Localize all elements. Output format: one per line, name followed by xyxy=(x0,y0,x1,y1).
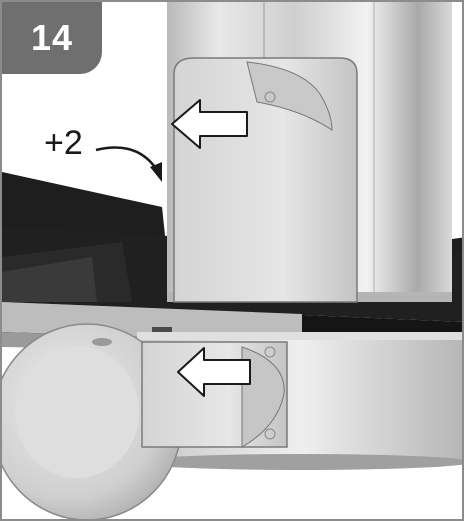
caster-wheel xyxy=(2,323,183,519)
quantity-label: +2 xyxy=(44,124,83,162)
lower-cover xyxy=(141,341,288,448)
upper-arrow-icon xyxy=(171,99,248,149)
lower-arrow-icon xyxy=(177,347,251,397)
upper-cover xyxy=(173,57,358,303)
curved-pointer-icon xyxy=(95,146,162,182)
step-number-badge: 14 xyxy=(2,2,102,74)
